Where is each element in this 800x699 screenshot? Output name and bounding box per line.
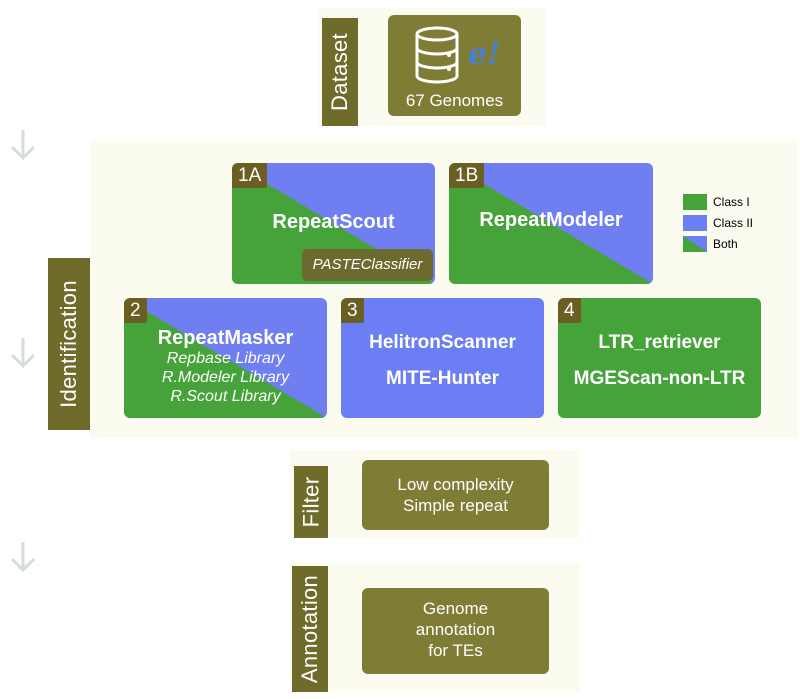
- method-4-ltr-mgescan: 4 LTR_retriever MGEScan-non-LTR: [558, 298, 761, 418]
- method-title: RepeatModeler: [479, 209, 623, 231]
- down-arrow-icon: [10, 130, 36, 161]
- stage-label-filter: Filter: [294, 466, 328, 538]
- legend-swatch-class1: [683, 194, 707, 210]
- method-tool: HelitronScanner: [369, 332, 516, 353]
- method-number: 1B: [449, 163, 485, 188]
- annotation-item: annotation: [415, 620, 496, 639]
- method-number: 4: [558, 298, 581, 323]
- method-tool: MITE-Hunter: [386, 368, 499, 389]
- method-tool: LTR_retriever: [598, 332, 721, 353]
- stage-label-identification: Identification: [48, 258, 90, 430]
- legend-label: Class II: [713, 216, 754, 230]
- legend-swatch-both: [683, 236, 707, 252]
- stage-label-dataset: Dataset: [322, 18, 358, 126]
- dataset-label: 67 Genomes: [405, 91, 504, 110]
- method-number: 2: [124, 298, 147, 323]
- stage-label-dataset-text: Dataset: [327, 33, 353, 111]
- annotation-item: Genome: [422, 599, 489, 618]
- annotation-item: for TEs: [428, 641, 483, 660]
- legend-label: Both: [713, 237, 738, 251]
- stage-label-annotation-text: Annotation: [297, 574, 323, 684]
- method-3-helitron-mite: 3 HelitronScanner MITE-Hunter: [341, 298, 544, 418]
- method-title: RepeatScout: [272, 211, 395, 233]
- filter-item: Simple repeat: [403, 496, 508, 515]
- pasteclassifier-box: PASTEClassifier: [302, 249, 433, 281]
- ensembl-logo: e!: [468, 37, 501, 72]
- filter-box: Low complexity Simple repeat: [362, 460, 549, 530]
- stage-label-identification-text: Identification: [56, 280, 82, 408]
- library-item: Repbase Library: [166, 350, 285, 367]
- method-number: 3: [341, 298, 364, 323]
- down-arrow-icon: [10, 338, 36, 369]
- filter-item: Low complexity: [397, 475, 514, 494]
- dataset-box: e! 67 Genomes: [388, 15, 521, 116]
- annotation-box: Genome annotation for TEs: [362, 588, 549, 674]
- legend-label: Class I: [713, 195, 750, 209]
- library-item: R.Scout Library: [170, 388, 281, 405]
- library-item: R.Modeler Library: [161, 369, 290, 386]
- method-1a-repeatscout: 1A RepeatScout PASTEClassifier: [232, 163, 435, 284]
- method-number: 1A: [232, 163, 268, 188]
- method-tool: MGEScan-non-LTR: [573, 368, 746, 389]
- method-2-repeatmasker: 2 RepeatMasker Repbase Library R.Modeler…: [124, 298, 327, 418]
- stage-label-annotation: Annotation: [292, 566, 328, 692]
- legend-swatch-class2: [683, 215, 707, 231]
- method-title: RepeatMasker: [157, 327, 294, 349]
- database-icon: [415, 26, 459, 84]
- stage-label-filter-text: Filter: [298, 476, 324, 528]
- legend: Class I Class II Both: [683, 194, 783, 256]
- method-1b-repeatmodeler: 1B RepeatModeler: [449, 163, 653, 284]
- down-arrow-icon: [10, 542, 36, 573]
